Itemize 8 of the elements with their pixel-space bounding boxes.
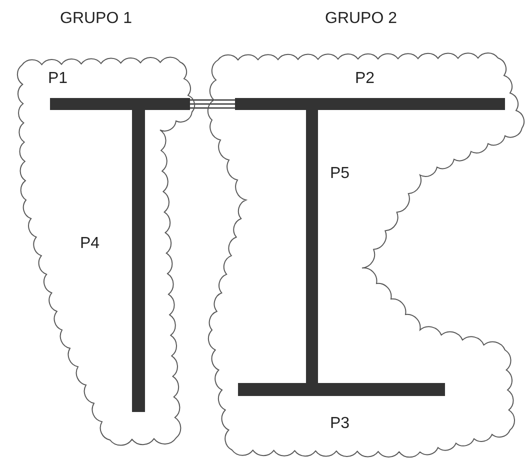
beam-label: P1 — [48, 70, 68, 88]
beam-label: P3 — [330, 415, 350, 433]
beam-label: P5 — [330, 165, 350, 183]
joint-connector — [189, 99, 236, 109]
beam-label: P4 — [80, 235, 100, 253]
group-heading: GRUPO 1 — [60, 10, 132, 28]
beam-label: P2 — [355, 70, 375, 88]
group-heading: GRUPO 2 — [325, 10, 398, 28]
